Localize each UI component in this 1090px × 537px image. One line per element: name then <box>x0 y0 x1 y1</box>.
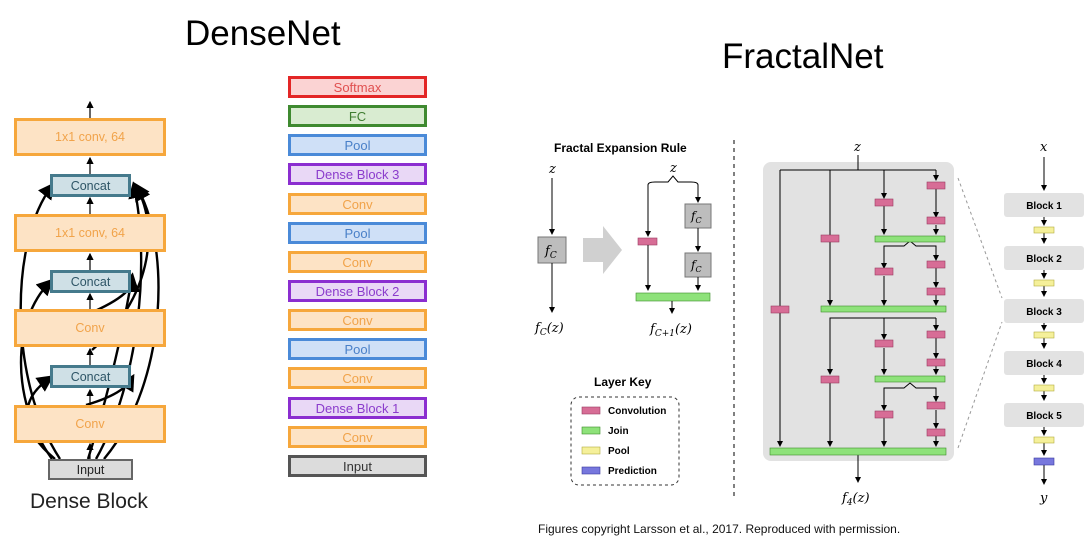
rule-fc1z: fC+1(z) <box>649 322 692 339</box>
dense-block-concat-3: Concat <box>50 174 131 197</box>
block-1: Block 1 <box>1026 201 1062 212</box>
fractal-z: z <box>853 140 861 155</box>
fractal-convolutions <box>770 181 946 437</box>
rule-convolution <box>637 237 658 246</box>
key-prediction-label: Prediction <box>608 466 657 477</box>
stack-conv: Conv <box>288 367 427 389</box>
dense-block-concat-1: Concat <box>50 365 131 388</box>
copyright-note: Figures copyright Larsson et al., 2017. … <box>538 522 901 536</box>
rule-brace <box>647 175 699 195</box>
fractal-joins <box>769 235 947 456</box>
dense-block-conv-2: Conv <box>14 309 166 347</box>
rule-join <box>635 292 711 302</box>
stack-conv: Conv <box>288 309 427 331</box>
key-convolution-swatch <box>581 406 601 415</box>
rule-fc-bottom <box>684 252 712 278</box>
stack-fc: FC <box>288 105 427 127</box>
rule-z-right: z <box>669 161 677 176</box>
fractal-rule-title: Fractal Expansion Rule <box>554 141 687 155</box>
block-x: x <box>1040 140 1048 155</box>
block-3: Block 3 <box>1026 307 1062 318</box>
block-y: y <box>1039 491 1048 506</box>
rule-fc-label: fC <box>544 244 557 261</box>
stack-input: Input <box>288 455 427 477</box>
layer-key-title: Layer Key <box>594 375 652 389</box>
rule-z-left: z <box>548 162 556 177</box>
stack-pool: Pool <box>288 134 427 156</box>
stack-conv: Conv <box>288 251 427 273</box>
dense-block-conv1x1-a: 1x1 conv, 64 <box>14 214 166 252</box>
dense-block-conv1x1-b: 1x1 conv, 64 <box>14 118 166 156</box>
stack-pool: Pool <box>288 222 427 244</box>
densenet-title: DenseNet <box>185 14 341 53</box>
key-pool-label: Pool <box>608 446 630 457</box>
fractal-f4z: f4(z) <box>841 491 870 508</box>
zoom-line-bottom <box>957 321 1003 449</box>
fractalnet-title: FractalNet <box>722 37 884 76</box>
zoom-line-top <box>957 177 1003 299</box>
rule-fc-top <box>684 203 712 229</box>
key-pool-swatch <box>581 446 601 455</box>
stack-conv: Conv <box>288 193 427 215</box>
block-2: Block 2 <box>1026 254 1062 265</box>
stack-dense-block-3: Dense Block 3 <box>288 163 427 185</box>
stack-dense-block-2: Dense Block 2 <box>288 280 427 302</box>
stack-softmax: Softmax <box>288 76 427 98</box>
block-4: Block 4 <box>1026 359 1062 370</box>
layer-key-box <box>570 396 680 486</box>
dense-block-caption: Dense Block <box>30 490 148 513</box>
block-5: Block 5 <box>1026 411 1062 422</box>
rule-fcz-left: fC(z) <box>534 321 564 338</box>
key-convolution-label: Convolution <box>608 406 666 417</box>
expansion-arrow <box>583 226 622 274</box>
rule-fc-bottom-label: fC <box>690 258 702 274</box>
stack-pool: Pool <box>288 338 427 360</box>
key-join-swatch <box>581 426 601 435</box>
dense-block-concat-2: Concat <box>50 270 131 293</box>
key-prediction-swatch <box>581 466 601 475</box>
stack-dense-block-1: Dense Block 1 <box>288 397 427 419</box>
rule-fc-top-label: fC <box>690 209 702 225</box>
stack-conv: Conv <box>288 426 427 448</box>
dense-block-input: Input <box>48 459 133 480</box>
dense-block-conv-1: Conv <box>14 405 166 443</box>
block-column: Block 1 Block 2 Block 3 Block 4 Block 5 <box>1004 193 1084 466</box>
key-join-label: Join <box>608 426 629 437</box>
